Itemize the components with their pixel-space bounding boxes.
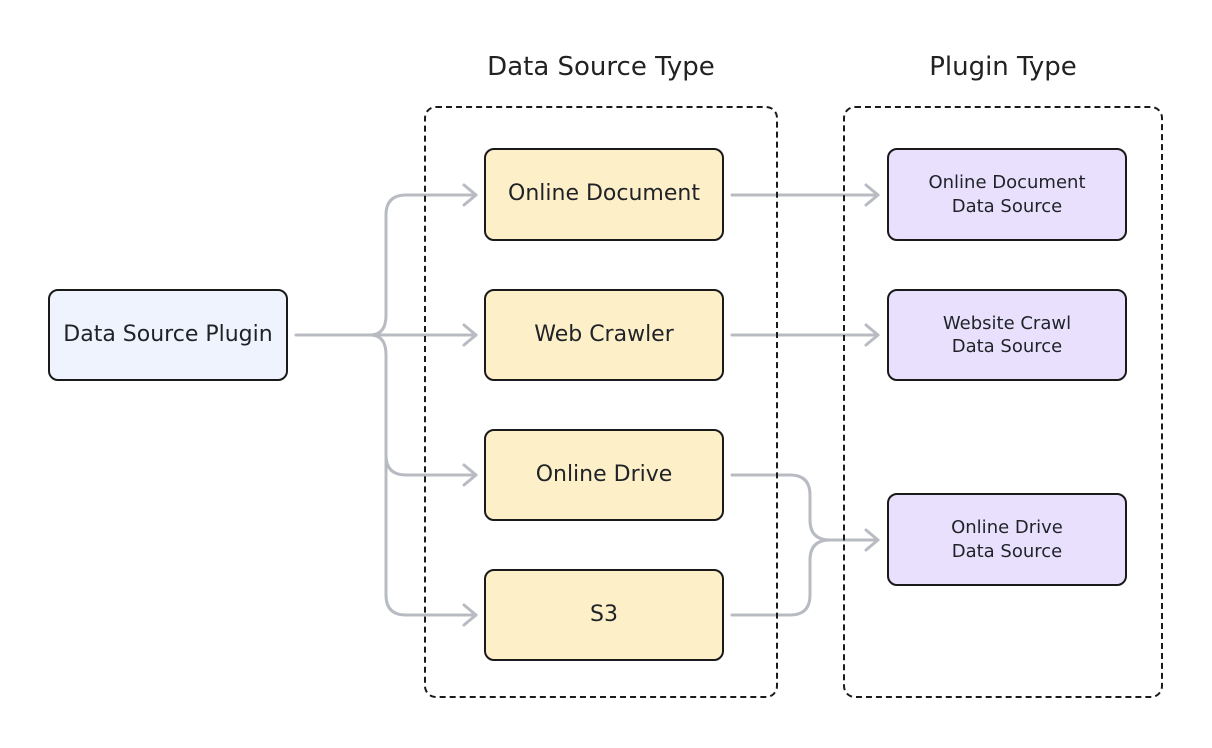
- arrowhead-s3: [462, 603, 478, 627]
- online-drive-label: Online Drive: [535, 461, 673, 487]
- data-source-plugin-node: Data Source Plugin: [48, 289, 288, 381]
- online-drive-data-source-node: Online Drive Data Source: [887, 493, 1127, 586]
- plugin-type-title: Plugin Type: [929, 52, 1077, 82]
- connector-online-drive-plugin: [730, 473, 880, 542]
- web-crawler-label: Web Crawler: [534, 321, 674, 347]
- online-document-data-source-node: Online Document Data Source: [887, 148, 1127, 241]
- arrowhead-online-drive-plugin: [864, 528, 880, 552]
- online-document-node: Online Document: [484, 148, 724, 241]
- data-source-type-title: Data Source Type: [487, 52, 715, 82]
- data-source-type-group: [424, 106, 778, 698]
- arrowhead-web-crawler-plugin: [864, 323, 880, 347]
- website-crawl-data-source-line2: Data Source: [951, 336, 1063, 357]
- connector-s3-plugin: [730, 538, 832, 617]
- connector-source-s3: [384, 453, 478, 617]
- online-document-label: Online Document: [508, 181, 700, 207]
- website-crawl-data-source-node: Website Crawl Data Source: [887, 289, 1127, 381]
- arrowhead-online-drive: [462, 463, 478, 487]
- online-drive-data-source-line2: Data Source: [951, 540, 1063, 562]
- data-source-plugin-label: Data Source Plugin: [63, 321, 273, 347]
- arrowhead-web-crawler: [462, 323, 478, 347]
- s3-node: S3: [484, 569, 724, 661]
- online-document-data-source-line1: Online Document: [928, 172, 1086, 194]
- web-crawler-node: Web Crawler: [484, 289, 724, 381]
- s3-label: S3: [590, 601, 618, 627]
- online-document-data-source-line2: Data Source: [951, 195, 1063, 217]
- arrowhead-online-document-plugin: [864, 183, 880, 207]
- online-drive-node: Online Drive: [484, 429, 724, 521]
- website-crawl-data-source-line1: Website Crawl: [942, 312, 1072, 334]
- arrowhead-online-document: [462, 183, 478, 207]
- connector-source-online-document: [368, 193, 478, 337]
- plugin-type-group: [843, 106, 1163, 698]
- online-drive-data-source-line1: Online Drive: [951, 517, 1063, 539]
